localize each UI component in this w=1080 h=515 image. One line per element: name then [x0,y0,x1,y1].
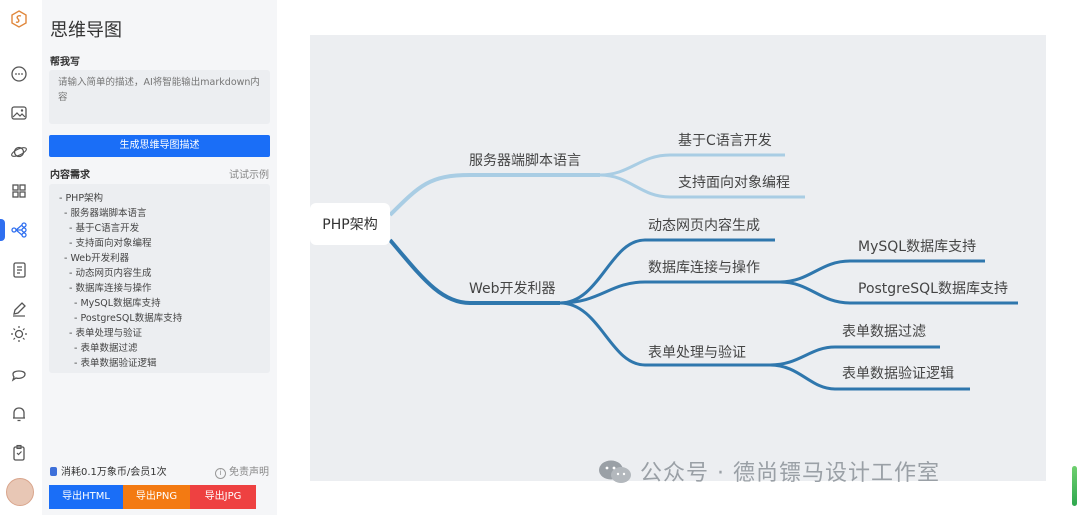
planet-icon[interactable] [10,143,28,161]
edge-c3-g1 [769,345,940,367]
edge-branch2-c1 [559,238,775,305]
markdown-line: - 动态网页内容生成 [69,268,152,279]
edge-branch2-c3 [559,301,770,367]
node-branch2-c1: 动态网页内容生成 [648,217,760,234]
edge-root-branch2 [388,238,560,305]
export-jpg-button[interactable]: 导出JPG [190,485,256,509]
markdown-line: - MySQL数据库支持 [74,298,161,309]
node-branch1: 服务器端脚本语言 [469,153,581,169]
root-node-box [310,203,390,245]
node-branch2-c2-g2: PostgreSQL数据库支持 [858,281,1008,297]
markdown-line: - 基于C语言开发 [69,223,140,234]
mindmap-svg: PHP架构 服务器端脚本语言 基于C语言开发 支持面向对象编程 Web开发利器 … [310,132,1018,391]
markdown-line: - 数据库连接与操作 [69,283,152,294]
root-node: PHP架构 [322,217,377,233]
export-html-button[interactable]: 导出HTML [49,485,123,509]
node-branch2: Web开发利器 [469,281,556,297]
watermark-text: 公众号 · 德尚镖马设计工作室 [640,461,940,486]
markdown-editor[interactable]: - PHP架构 - 服务器端脚本语言 - 基于C语言开发 - 支持面向对象编程 … [49,184,270,373]
edge-branch1-c1 [599,153,785,177]
active-indicator [0,219,5,241]
apps-icon[interactable] [10,182,28,200]
image-icon[interactable] [10,104,28,122]
node-branch2-c3-g1: 表单数据过滤 [842,324,926,340]
scroll-indicator[interactable] [1072,466,1077,506]
node-branch2-c2-g1: MySQL数据库支持 [858,239,976,255]
markdown-line: - 表单数据过滤 [74,343,138,354]
panel-title: 思维导图 [50,20,122,41]
document-icon[interactable] [10,261,28,279]
prompt-box [49,70,270,124]
cost-info: 消耗0.1万象币/会员1次 [50,463,167,478]
markdown-line: - 表单数据验证逻辑 [74,358,157,369]
requirements-label: 内容需求 [50,170,90,181]
edge-branch1-c2 [599,173,805,199]
prompt-input[interactable] [49,70,270,124]
edge-c2-g2 [779,280,1018,305]
wechat-icon [599,460,631,483]
mindmap-icon[interactable] [10,221,28,239]
pen-icon[interactable] [10,300,28,318]
markdown-line: - 服务器端脚本语言 [64,208,147,219]
edge-root-branch1 [388,173,471,217]
watermark: 公众号 · 德尚镖马设计工作室 [598,455,940,487]
coin-icon [50,467,57,476]
mindmap-panel: 思维导图 帮我写 生成思维导图描述 内容需求 试试示例 - PHP架构 - 服务… [42,0,277,515]
logo-icon[interactable] [10,10,28,28]
node-branch2-c2: 数据库连接与操作 [648,259,760,276]
bulb-icon[interactable] [10,325,28,343]
markdown-line: - Web开发利器 [64,253,130,264]
generate-button[interactable]: 生成思维导图描述 [49,135,270,157]
export-png-button[interactable]: 导出PNG [123,485,190,509]
edge-c3-g2 [769,363,970,391]
markdown-line: - 表单处理与验证 [69,328,142,339]
icon-rail [0,0,38,515]
mindmap-canvas[interactable]: PHP架构 服务器端脚本语言 基于C语言开发 支持面向对象编程 Web开发利器 … [310,35,1046,481]
cost-text: 消耗0.1万象币/会员1次 [61,467,167,478]
edge-c2-g1 [779,259,985,284]
markdown-line: - 支持面向对象编程 [69,238,152,249]
markdown-line: - PHP架构 [59,193,104,204]
chat-icon[interactable] [10,65,28,83]
edge-branch2-c2 [559,280,780,305]
info-icon: i [215,468,226,479]
bell-icon[interactable] [10,405,28,423]
node-branch2-c3-g2: 表单数据验证逻辑 [842,366,954,382]
avatar[interactable] [6,478,34,506]
node-branch1-c2: 支持面向对象编程 [678,175,790,191]
try-example-link[interactable]: 试试示例 [229,170,269,181]
disclaimer-text: 免责声明 [229,467,269,478]
node-branch1-c1: 基于C语言开发 [678,132,772,149]
chat-bubble-icon[interactable] [10,366,28,384]
node-branch2-c3: 表单处理与验证 [648,345,746,361]
clipboard-icon[interactable] [10,444,28,462]
help-write-label: 帮我写 [50,57,80,68]
markdown-line: - PostgreSQL数据库支持 [74,313,183,324]
